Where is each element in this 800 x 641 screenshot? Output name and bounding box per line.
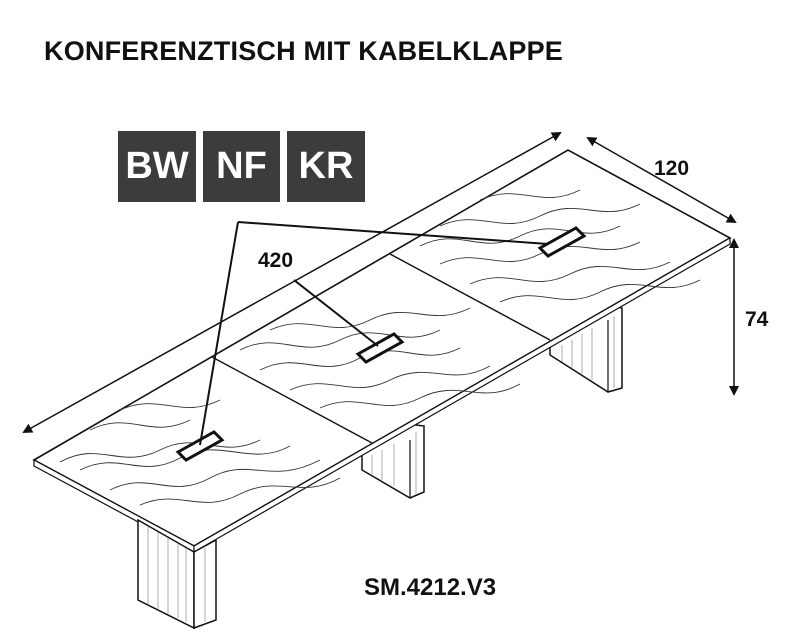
table-leg-left	[137, 518, 217, 630]
width-label: 120	[654, 157, 690, 180]
page-title: KONFERENZTISCH MIT KABELKLAPPE	[44, 36, 563, 66]
model-code: SM.4212.V3	[364, 574, 497, 601]
badge-nf: NF	[203, 131, 280, 202]
width-dimension-arrow	[586, 137, 737, 223]
height-label: 74	[745, 308, 769, 331]
tabletop	[32, 149, 732, 554]
badge-kr: KR	[287, 131, 365, 202]
length-dimension-arrow	[22, 132, 562, 433]
badge-bw: BW	[118, 131, 196, 202]
length-label: 420	[258, 249, 294, 272]
